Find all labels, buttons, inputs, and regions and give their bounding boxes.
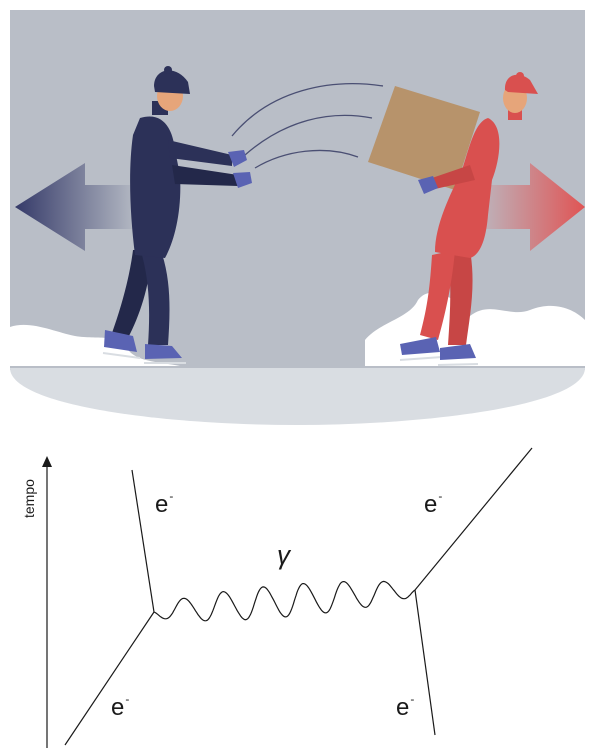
ice-rink (10, 368, 585, 425)
electron-line-left-out (132, 470, 154, 612)
skating-illustration (10, 10, 585, 425)
electron-label: e- (155, 493, 173, 517)
electron-label: e- (111, 696, 129, 720)
time-axis-arrowhead (42, 456, 52, 467)
electron-line-left-in (65, 612, 154, 745)
electron-line-right-out (415, 448, 532, 590)
photon-label: γ (277, 542, 290, 568)
electron-line-right-in (415, 590, 435, 735)
time-axis-label: tempo (22, 479, 36, 518)
photon-line (154, 581, 415, 620)
electron-label: e- (424, 493, 442, 517)
electron-label: e- (396, 696, 414, 720)
